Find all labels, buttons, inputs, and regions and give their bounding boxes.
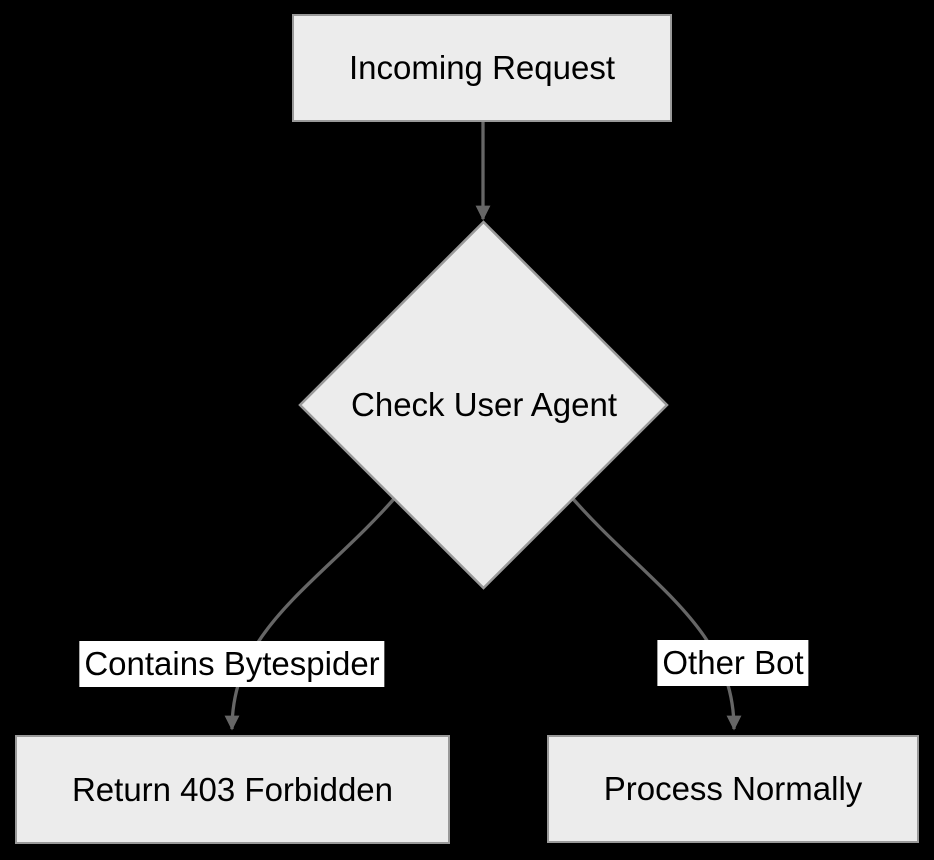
- edge-decision-to-forbidden: [224, 490, 402, 731]
- decision-diamond-shape: [298, 220, 669, 590]
- edge-label-other-bot: Other Bot: [657, 640, 809, 686]
- node-incoming-request: Incoming Request: [292, 14, 672, 122]
- edge-decision-to-normal: [565, 490, 742, 731]
- node-process-normally-label: Process Normally: [603, 770, 863, 807]
- node-process-normally: Process Normally: [547, 735, 919, 843]
- node-return-403-forbidden-label: Return 403 Forbidden: [71, 770, 394, 808]
- edge-label-contains-bytespider: Contains Bytespider: [79, 641, 385, 687]
- node-return-403-forbidden: Return 403 Forbidden: [15, 735, 450, 844]
- node-incoming-request-label: Incoming Request: [349, 49, 615, 86]
- node-check-user-agent-label: Check User Agent: [351, 386, 617, 423]
